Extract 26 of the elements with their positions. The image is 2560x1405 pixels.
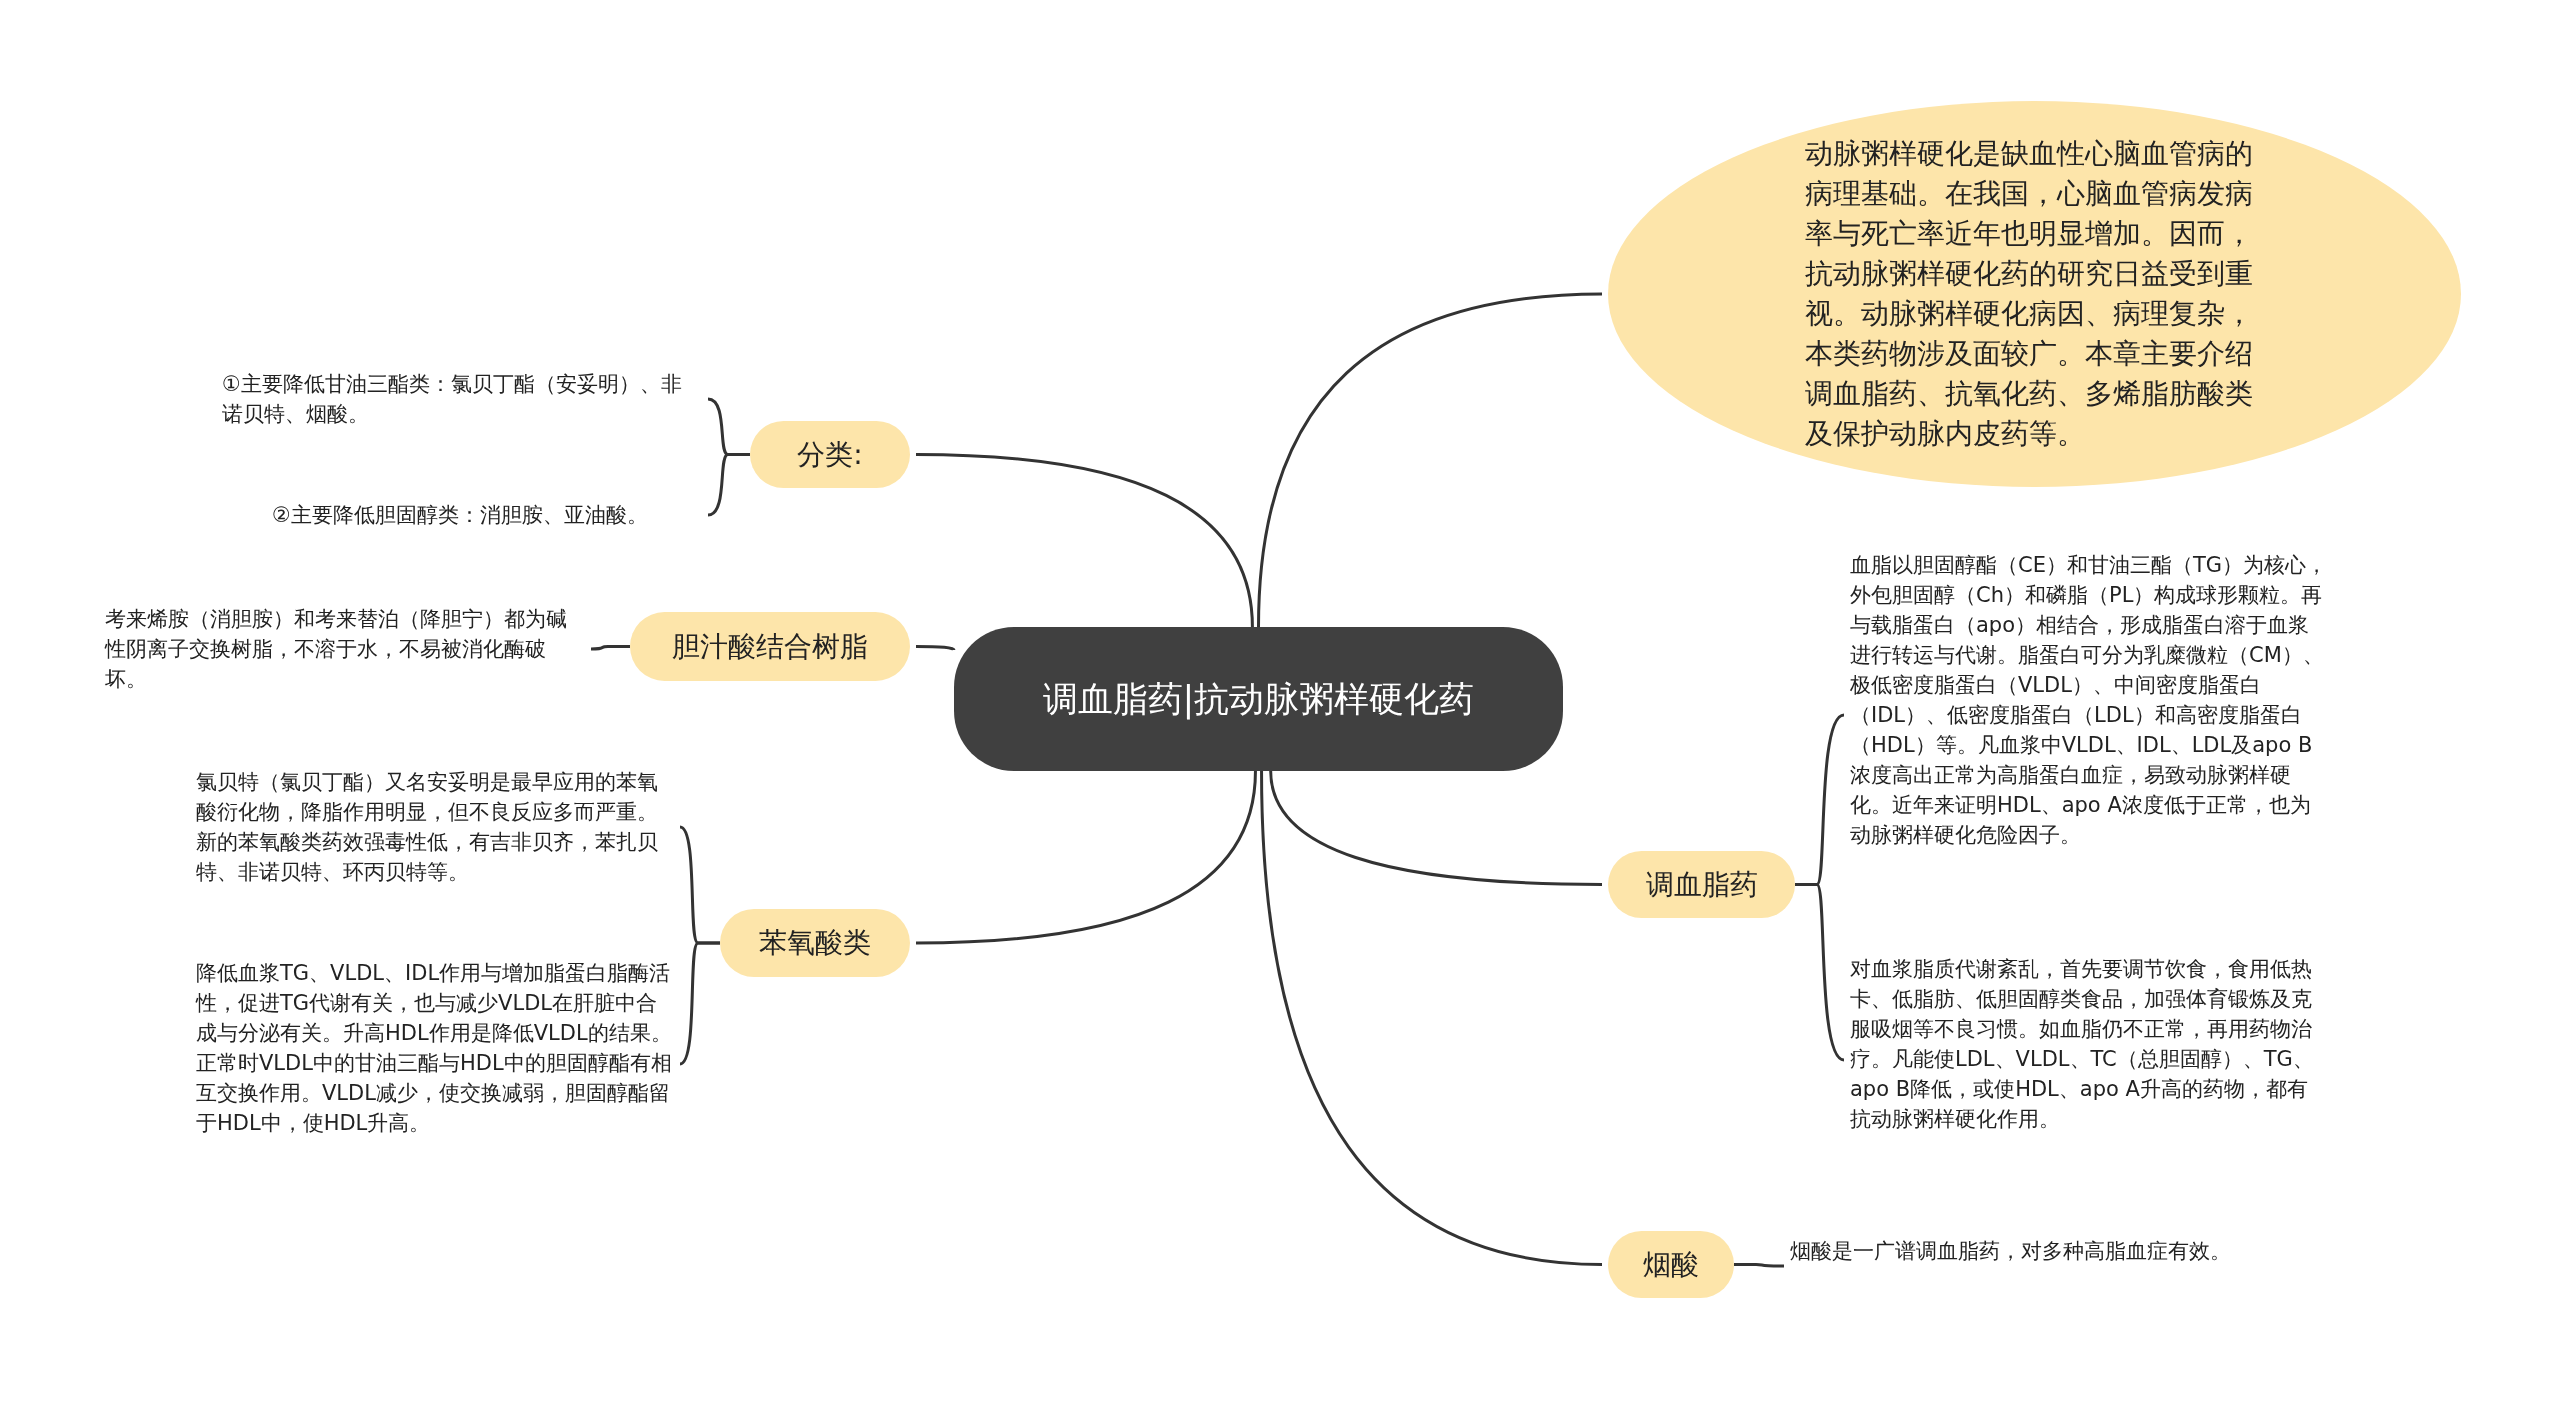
connector-line [915, 770, 1257, 945]
branch-topic: 烟酸 [1608, 1231, 1734, 1298]
note-text: 氯贝特（氯贝丁酯）又名安妥明是最早应用的苯氧酸衍化物，降脂作用明显，但不良反应多而严重。新的苯氧酸类药效强毒性低，有吉非贝齐，苯扎贝特、非诺贝特、环丙贝特等。 [196, 767, 674, 887]
connector-line [915, 453, 1254, 628]
branch-topic: 分类: [750, 421, 910, 488]
connector-line [590, 645, 630, 651]
connector-line [707, 453, 750, 517]
connector-line [679, 941, 720, 1066]
note-text: 烟酸是一广谱调血脂药，对多种高脂血症有效。 [1790, 1236, 2270, 1296]
connector-line [1260, 770, 1603, 1266]
branch-topic: 胆汁酸结合树脂 [630, 612, 910, 681]
note-text: ①主要降低甘油三酯类：氯贝丁酯（安妥明）、非诺贝特、烟酸。 [222, 369, 702, 429]
note-text: 降低血浆TG、VLDL、IDL作用与增加脂蛋白脂酶活性，促进TG代谢有关，也与减少VLDL在肝脏中合成与分泌有关。升高HDL作用是降低VLDL的结果。正常时VLDL中的甘油三酯与HDL中的胆固醇酯有相互交换作用。VLDL减少，使交换减弱，胆固醇酯留于HDL中，使HDL升高。 [196, 958, 674, 1170]
note-text: 血脂以胆固醇酯（CE）和甘油三酯（TG）为核心，外包胆固醇（Ch）和磷脂（PL）构成球形颗粒。再与载脂蛋白（apo）相结合，形成脂蛋白溶于血浆进行转运与代谢。脂蛋白可分为乳糜微粒（CM）、极低密度脂蛋白（VLDL）、中间密度脂蛋白（IDL）、低密度脂蛋白（LDL）和高密度脂蛋白（HDL）等。凡血浆中VLDL、IDL、LDL及apo B浓度高出正常为高脂蛋白血症，易致动脉粥样硬化。近年来证明HDL、apo A浓度低于正常，也为动脉粥样硬化危险因子。 [1850, 550, 2328, 880]
connector-line [1734, 1263, 1784, 1268]
central-topic: 调血脂药|抗动脉粥样硬化药 [954, 627, 1563, 771]
branch-topic: 苯氧酸类 [720, 909, 910, 977]
note-text: 对血浆脂质代谢紊乱，首先要调节饮食，食用低热卡、低脂肪、低胆固醇类食品，加强体育锻炼及克服吸烟等不良习惯。如血脂仍不正常，再用药物治疗。凡能使LDL、VLDL、TC（总胆固醇）、TG、apo B降低，或使HDL、apo A升高的药物，都有抗动脉粥样硬化作用。 [1850, 954, 2328, 1166]
branch-topic: 调血脂药 [1608, 851, 1795, 918]
connector-line [1257, 292, 1603, 628]
note-text: 考来烯胺（消胆胺）和考来替泊（降胆宁）都为碱性阴离子交换树脂，不溶于水，不易被消化酶破坏。 [105, 604, 585, 694]
connector-line [916, 645, 955, 652]
connector-line [1269, 770, 1603, 886]
note-text: ②主要降低胆固醇类：消胆胺、亚油酸。 [272, 500, 702, 530]
topic-text: 动脉粥样硬化是缺血性心脑血管病的病理基础。在我国，心脑血管病发病率与死亡率近年也明显增加。因而，抗动脉粥样硬化药的研究日益受到重视。动脉粥样硬化病因、病理复杂，本类药物涉及面较广。本章主要介绍调血脂药、抗氧化药、多烯脂肪酸类及保护动脉内皮药等。 [1804, 136, 2254, 452]
connector-line [1795, 883, 1845, 1062]
